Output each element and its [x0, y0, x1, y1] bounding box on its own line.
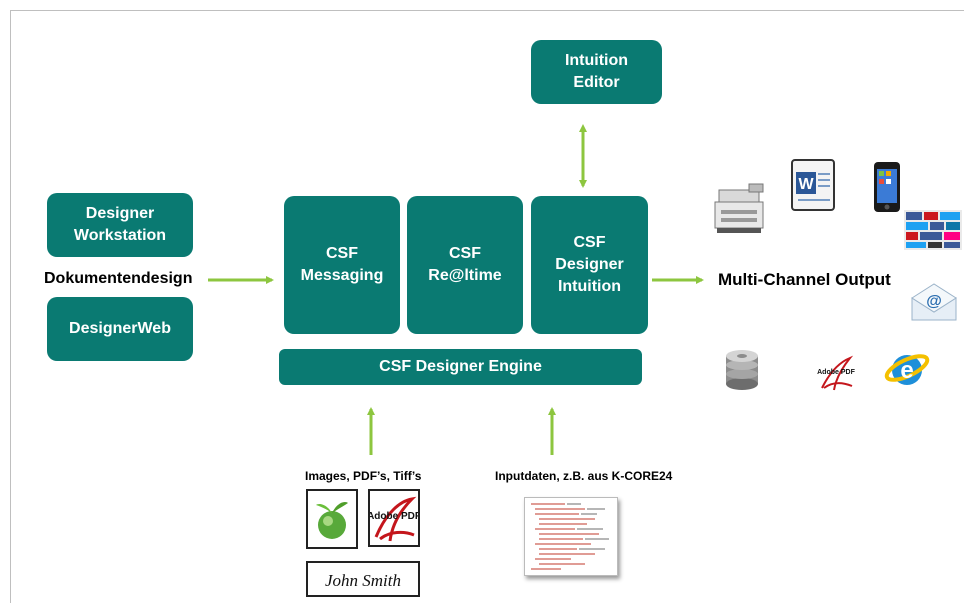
intuition-editor-box: Intuition Editor	[531, 40, 662, 104]
internet-explorer-icon: e	[884, 346, 930, 392]
email-symbol: @	[926, 293, 942, 310]
images-input-label: Images, PDF’s, Tiff’s	[305, 469, 422, 483]
word-letter: W	[798, 176, 814, 193]
social-media-icon	[904, 210, 962, 250]
browser-letter: e	[900, 357, 913, 384]
adobe-pdf-text: Adobe PDF	[817, 369, 855, 376]
email-icon: @	[908, 282, 960, 324]
designer-web-box: DesignerWeb	[47, 297, 193, 361]
database-icon	[722, 348, 762, 392]
adobe-pdf-card-text: Adobe PDF	[370, 511, 418, 522]
input-data-document-icon	[524, 497, 618, 576]
csf-messaging-box: CSF Messaging	[284, 196, 400, 334]
signature-icon: John Smith	[306, 561, 420, 597]
smartphone-icon	[872, 160, 902, 214]
multi-channel-output-label: Multi-Channel Output	[718, 270, 891, 289]
diagram-frame	[10, 10, 964, 603]
adobe-pdf-icon: Adobe PDF	[816, 354, 856, 392]
inputdaten-label: Inputdaten, z.B. aus K-CORE24	[495, 469, 673, 483]
csf-realtime-box: CSF Re@ltime	[407, 196, 523, 334]
designer-workstation-box: Designer Workstation	[47, 193, 193, 257]
adobe-pdf-card-icon: Adobe PDF	[367, 489, 421, 547]
globe-plant-icon	[306, 489, 358, 549]
csf-designer-intuition-box: CSF Designer Intuition	[531, 196, 648, 334]
word-document-icon: W	[790, 158, 836, 212]
dokumentendesign-label: Dokumentendesign	[44, 270, 193, 287]
csf-designer-engine-box: CSF Designer Engine	[279, 349, 642, 385]
signature-text: John Smith	[325, 571, 401, 590]
printer-icon	[711, 180, 769, 236]
